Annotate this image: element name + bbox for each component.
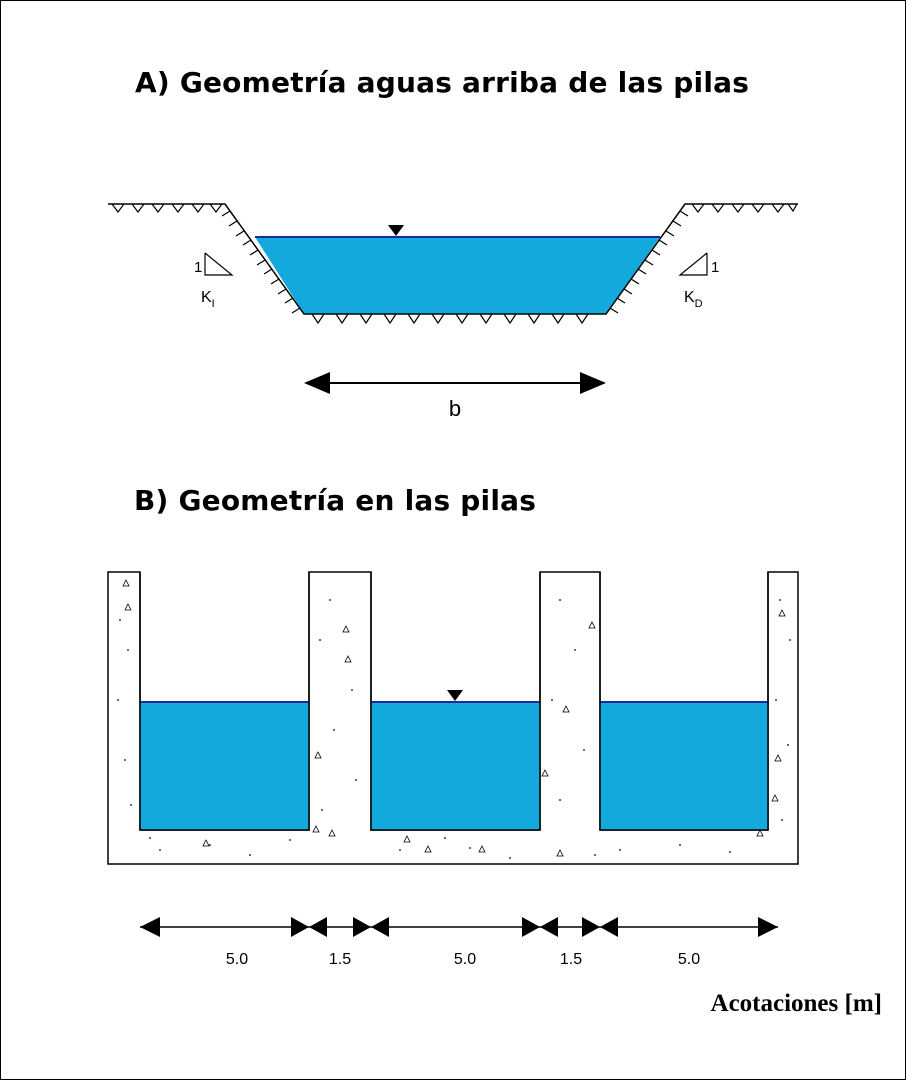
slope-symbol-right: 1 KD	[678, 252, 719, 310]
bed-hatching	[311, 313, 589, 325]
dimension-labels: 5.0 1.5 5.0 1.5 5.0	[226, 951, 700, 968]
base-width-label: b	[449, 396, 461, 421]
trapezoidal-channel: 1 KI 1 KD b	[108, 203, 798, 421]
dimension-label-bay-1: 5.0	[226, 951, 248, 968]
units-note: Acotaciones [m]	[710, 990, 882, 1017]
ground-hatching-right	[691, 203, 798, 213]
pier-section: 5.0 1.5 5.0 1.5 5.0	[107, 571, 799, 968]
concrete-aggregate	[122, 579, 786, 857]
channel-water	[255, 237, 660, 314]
ground-hatching-left	[111, 203, 223, 213]
slope-symbol-left: 1 KI	[194, 252, 234, 310]
dimension-label-pier-2: 1.5	[560, 951, 582, 968]
dimension-chain	[140, 917, 778, 937]
dimension-label-bay-3: 5.0	[678, 951, 700, 968]
slope-hatching-left	[221, 210, 301, 314]
water-bay-left	[140, 702, 309, 830]
slope-left-rise: 1	[194, 259, 202, 276]
slope-right-rise: 1	[711, 259, 719, 276]
slope-left-label: KI	[201, 289, 215, 310]
water-bay-right	[600, 702, 768, 830]
section-a-title: A) Geometría aguas arriba de las pilas	[135, 66, 750, 99]
water-level-marker-piers	[447, 690, 463, 701]
section-b-title: B) Geometría en las pilas	[134, 484, 537, 517]
dimension-label-bay-2: 5.0	[454, 951, 476, 968]
water-bay-center	[371, 702, 540, 830]
concrete-texture	[117, 599, 791, 859]
slope-hatching-right	[609, 210, 689, 314]
slope-right-label: KD	[684, 289, 703, 310]
dimension-label-pier-1: 1.5	[329, 951, 351, 968]
water-level-marker	[388, 225, 404, 236]
base-width-dimension: b	[304, 372, 606, 421]
